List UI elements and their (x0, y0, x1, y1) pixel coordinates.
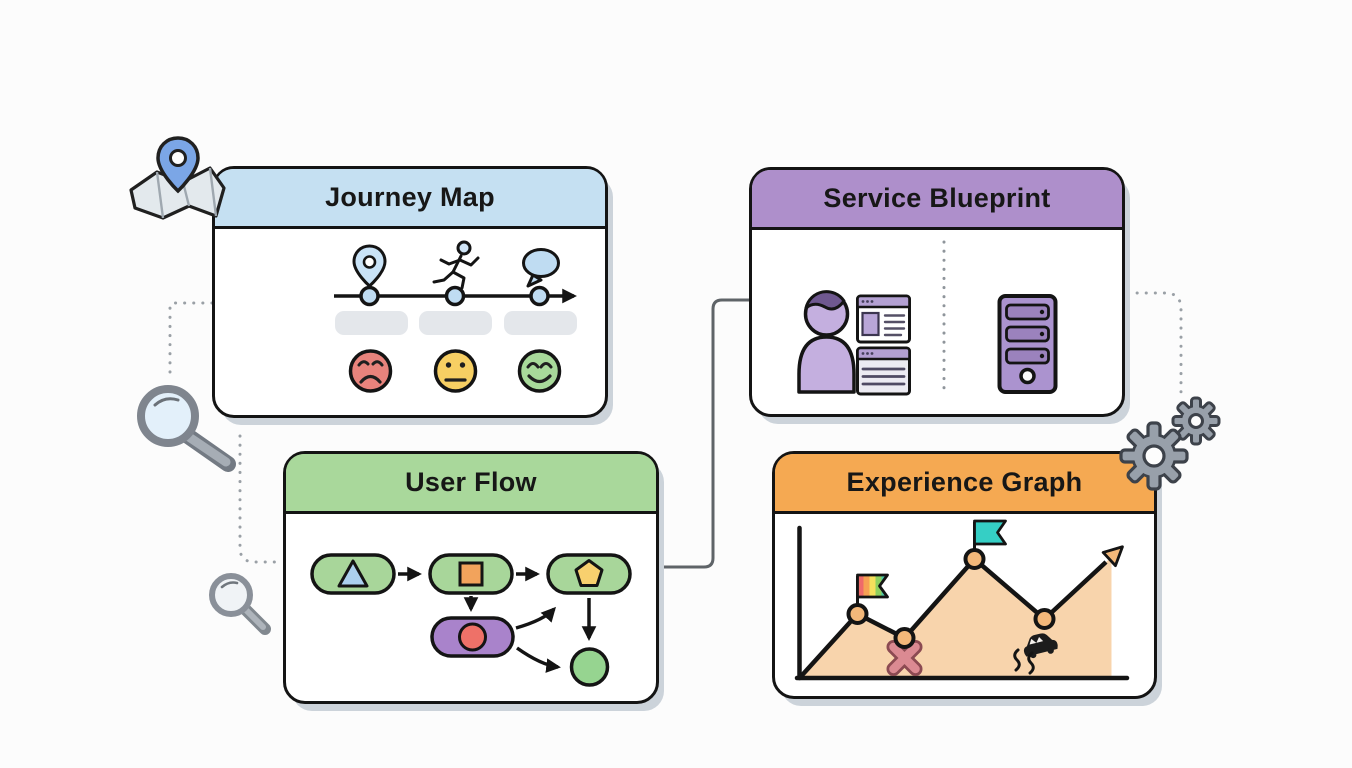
timeline-node (359, 285, 380, 307)
location-pin-icon (352, 244, 387, 288)
skid-marks (1013, 648, 1035, 675)
chart-axes (794, 525, 1130, 681)
browser-window-icon (856, 294, 911, 344)
magnifying-glass-small-icon (209, 573, 271, 635)
chart-line (797, 556, 1108, 680)
rising-arrow-icon (1101, 545, 1124, 568)
service-blueprint-title: Service Blueprint (823, 183, 1051, 213)
journey-map-header: Journey Map (215, 169, 605, 229)
user-icon (797, 290, 856, 394)
gears-icon (1119, 396, 1221, 491)
circle-shape (458, 622, 487, 652)
magnifying-glass-large-icon (137, 385, 236, 472)
speech-bubble-icon (522, 248, 560, 288)
experience-graph-card: Experience Graph (772, 451, 1157, 699)
failure-x-icon (886, 640, 923, 676)
dotted-connector-left (168, 301, 214, 380)
flow-decision-node (430, 616, 515, 658)
user-flow-body (286, 514, 656, 697)
flow-step-pentagon (546, 553, 632, 595)
timeline-node (529, 285, 550, 307)
timeline (334, 285, 577, 307)
experience-graph-title: Experience Graph (846, 467, 1083, 497)
flow-arrow-curved-up (515, 606, 556, 630)
dotted-connector-right (1126, 291, 1183, 394)
journey-map-body (215, 229, 605, 411)
user-flow-card: User Flow (283, 451, 659, 704)
timeline-node (444, 285, 466, 307)
map-with-pin-icon (129, 136, 226, 220)
square-shape (458, 561, 484, 587)
flow-step-triangle (310, 553, 396, 595)
chart-points (846, 548, 1056, 649)
flow-arrow-curved-down (515, 646, 561, 673)
sad-face-icon (348, 349, 393, 393)
journey-map-title: Journey Map (325, 182, 495, 212)
happy-face-icon (517, 349, 562, 393)
experience-graph-header: Experience Graph (775, 454, 1154, 514)
chart-area (799, 557, 1112, 678)
server-icon (997, 294, 1058, 394)
triangle-shape (337, 559, 369, 588)
service-blueprint-card: Service Blueprint (749, 167, 1125, 417)
neutral-face-icon (433, 349, 478, 393)
solid-connector (660, 298, 750, 569)
skidding-car-icon (1023, 633, 1058, 659)
running-person-icon (432, 240, 480, 290)
pentagon-shape (574, 559, 604, 587)
user-flow-header: User Flow (286, 454, 656, 514)
flow-step-square (428, 553, 514, 595)
browser-window-icon (856, 346, 911, 396)
journey-map-card: Journey Map (212, 166, 608, 418)
experience-graph-body (775, 514, 1154, 692)
placeholder-bars (335, 311, 577, 335)
service-blueprint-body (752, 230, 1122, 410)
service-blueprint-header: Service Blueprint (752, 170, 1122, 230)
user-flow-title: User Flow (405, 467, 537, 497)
flow-end-node (569, 647, 610, 687)
